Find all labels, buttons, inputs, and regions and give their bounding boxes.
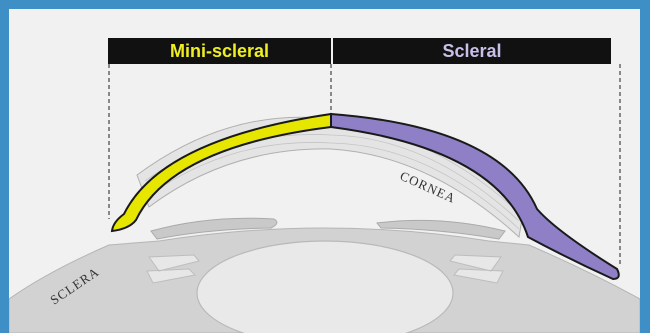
mini-scleral-header: Mini-scleral bbox=[108, 38, 331, 64]
scleral-header: Scleral bbox=[333, 38, 611, 64]
scleral-label: Scleral bbox=[442, 41, 501, 62]
mini-scleral-label: Mini-scleral bbox=[170, 41, 269, 62]
diagram-panel: CORNEA SCLERA Mini-scleral Scleral bbox=[9, 9, 640, 333]
